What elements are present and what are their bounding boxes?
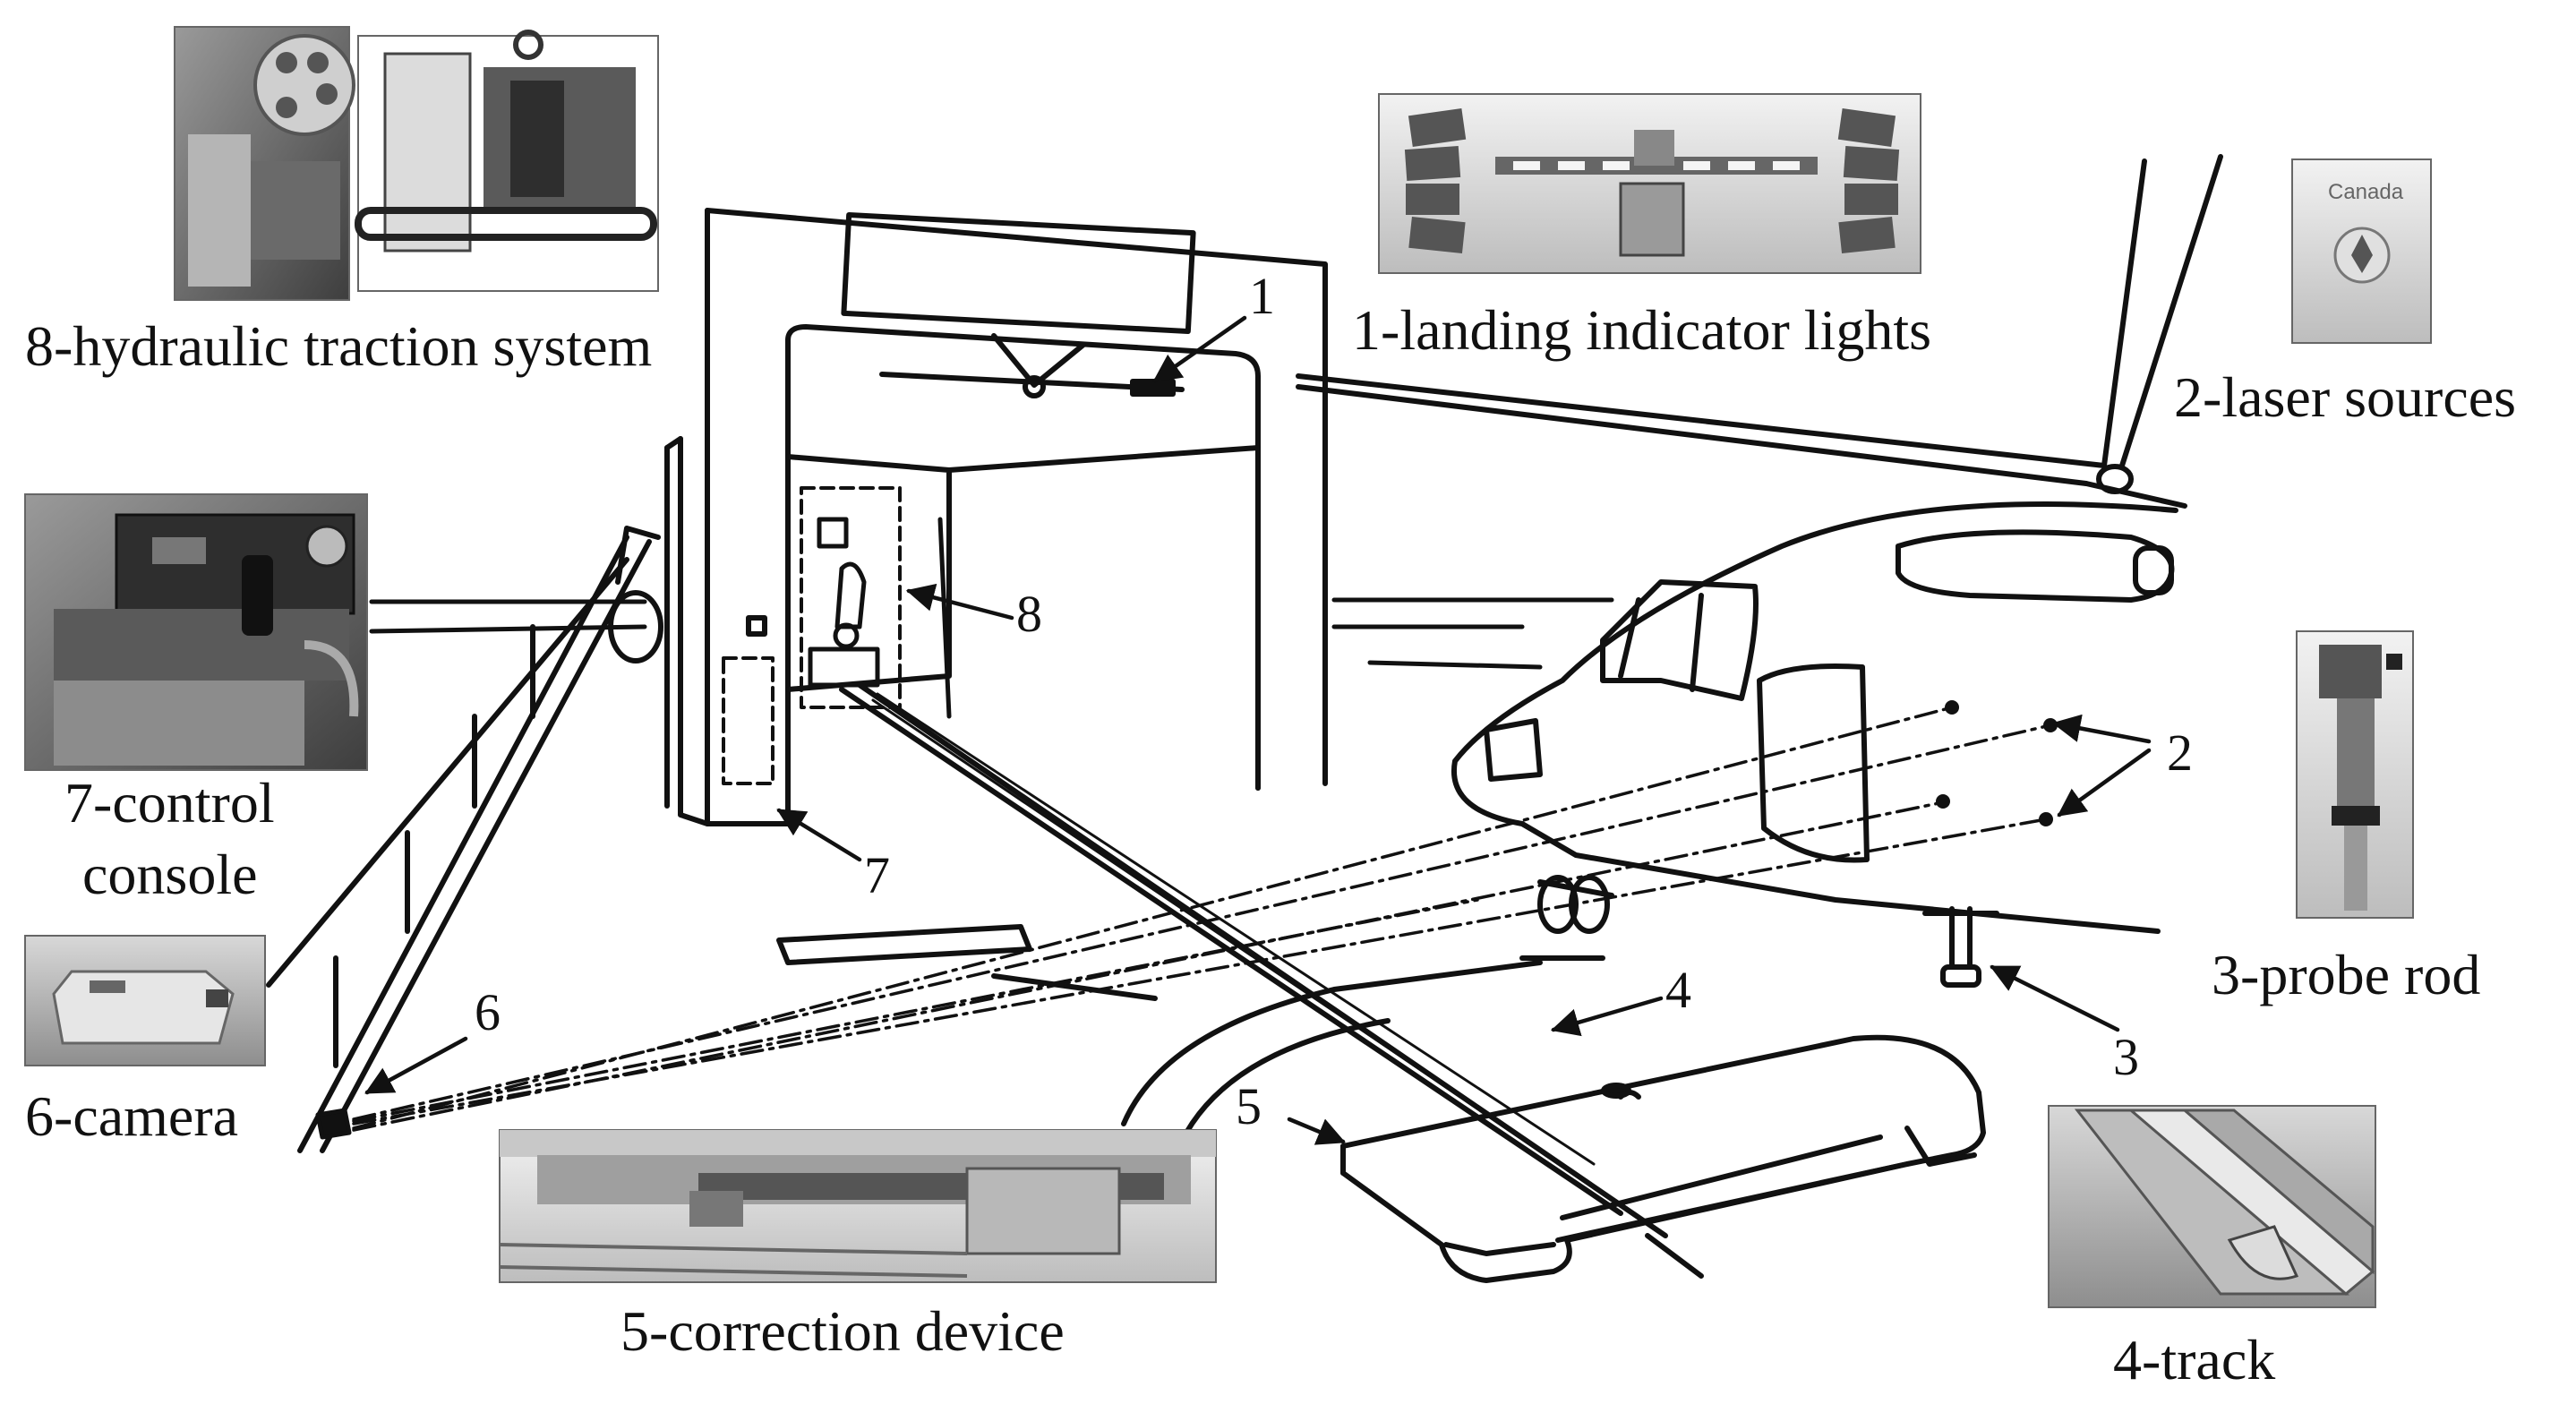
caption-1: 1-landing indicator lights xyxy=(1352,298,1931,362)
correction-device-sketch xyxy=(1340,1034,1986,1283)
hangar-gate xyxy=(664,208,1328,826)
photo-landing-lights xyxy=(1378,93,1921,274)
callout-leaders xyxy=(364,315,2152,1145)
barrier-fence xyxy=(266,526,663,1153)
callout-4: 4 xyxy=(1665,961,1691,1019)
laser-source-dots xyxy=(1936,700,2058,826)
main-line-drawing: 1 2 3 4 5 6 7 8 xyxy=(266,154,2223,1283)
ground-lines xyxy=(369,517,1614,719)
callout-8: 8 xyxy=(1016,585,1042,643)
callout-3: 3 xyxy=(2113,1028,2139,1086)
photo-correction-device xyxy=(499,1129,1217,1283)
laser-beams xyxy=(352,706,2052,1132)
dashed-box-8 xyxy=(800,486,902,709)
caption-7-line1: 7-control xyxy=(64,771,275,835)
hangar-light-bar xyxy=(879,333,1185,398)
photo-laser-sources: Canada xyxy=(2291,158,2432,344)
caption-7-line2: console xyxy=(82,843,258,906)
callout-5: 5 xyxy=(1236,1077,1262,1135)
photo-track xyxy=(2048,1105,2376,1308)
camera-sketch xyxy=(315,1108,352,1140)
photo-control-console xyxy=(24,493,368,771)
caption-8: 8-hydraulic traction system xyxy=(25,314,652,378)
photo-probe-rod xyxy=(2296,630,2414,919)
caption-5: 5-correction device xyxy=(620,1299,1065,1363)
callout-1: 1 xyxy=(1249,267,1275,325)
caption-3: 3-probe rod xyxy=(2212,943,2480,1006)
caption-6: 6-camera xyxy=(25,1084,238,1148)
caption-2: 2-laser sources xyxy=(2174,365,2516,429)
callout-6: 6 xyxy=(475,983,501,1041)
photo-hydraulic-traction xyxy=(174,26,659,301)
callout-2: 2 xyxy=(2167,723,2193,782)
caption-4: 4-track xyxy=(2113,1328,2275,1391)
callout-7: 7 xyxy=(864,846,890,904)
traction-unit-sketch xyxy=(808,517,880,688)
photo-badge-text: Canada xyxy=(2328,180,2404,204)
photo-camera xyxy=(24,935,266,1066)
dashed-box-7 xyxy=(722,656,775,785)
helicopter-sketch xyxy=(1296,154,2223,988)
